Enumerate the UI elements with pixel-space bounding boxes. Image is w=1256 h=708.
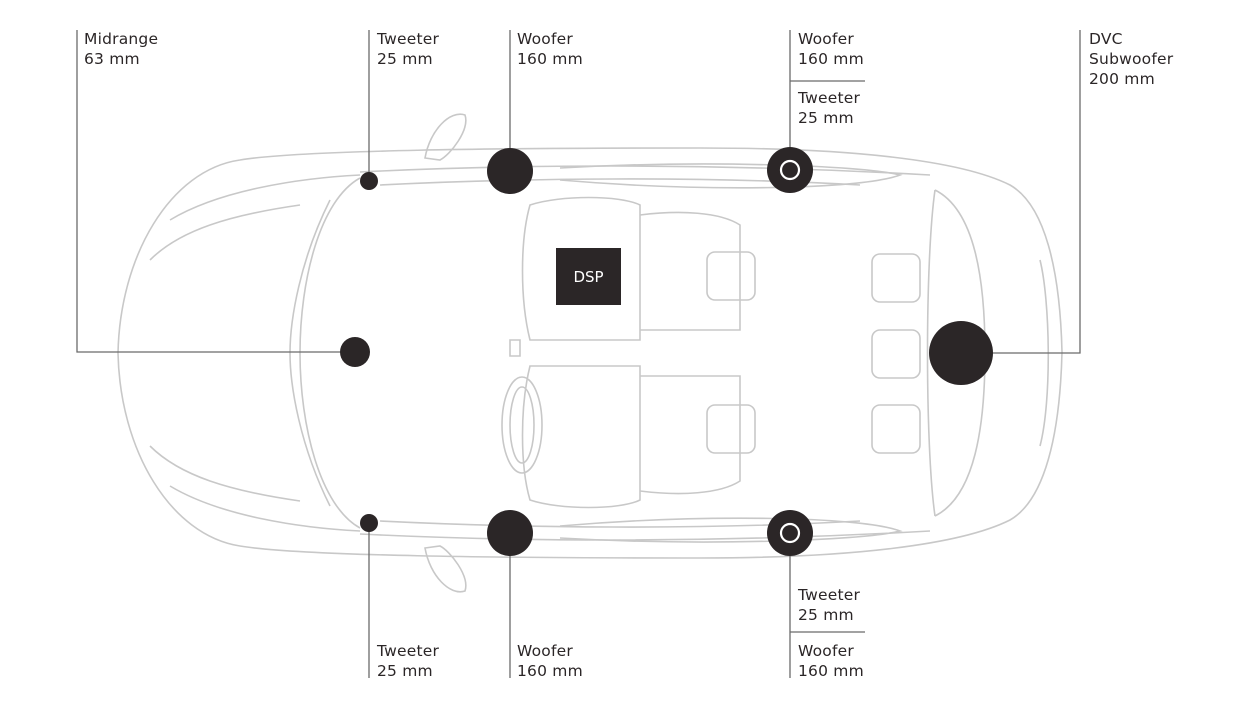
tweeter-front-left-speaker (360, 172, 378, 190)
subwoofer-label: DVC Subwoofer 200 mm (1089, 29, 1173, 89)
tweeter-ring-icons (779, 159, 801, 544)
label-name: Woofer (798, 30, 854, 48)
woofer-front-right-speaker (487, 510, 533, 556)
rear-left-tweeter-label: Tweeter 25 mm (798, 88, 860, 128)
label-name: Tweeter (377, 642, 440, 660)
label-size: 160 mm (517, 50, 583, 68)
label-size: 25 mm (377, 662, 433, 680)
car-outline (117, 113, 1063, 593)
label-size: 160 mm (517, 662, 583, 680)
rear-right-tweeter-label: Tweeter 25 mm (798, 585, 860, 625)
dsp-unit: DSP (556, 248, 621, 305)
label-size: 25 mm (798, 606, 854, 624)
label-type: DVC (1089, 30, 1123, 48)
label-name: Woofer (517, 30, 573, 48)
rear-right-coax-speaker (767, 510, 813, 556)
tweeter-front-right-label: Tweeter 25 mm (377, 641, 439, 681)
woofer-front-left-speaker (487, 148, 533, 194)
label-size: 160 mm (798, 50, 864, 68)
label-name: Tweeter (377, 30, 440, 48)
label-name: Woofer (798, 642, 854, 660)
rear-left-coax-speaker (767, 147, 813, 193)
woofer-front-left-label: Woofer 160 mm (517, 29, 583, 69)
tweeter-front-left-label: Tweeter 25 mm (377, 29, 439, 69)
midrange-label: Midrange 63 mm (84, 29, 158, 69)
label-name: Tweeter (798, 89, 861, 107)
label-size: 25 mm (798, 109, 854, 127)
tweeter-front-right-speaker (360, 514, 378, 532)
woofer-front-right-label: Woofer 160 mm (517, 641, 583, 681)
label-size: 63 mm (84, 50, 140, 68)
rear-left-woofer-label: Woofer 160 mm (798, 29, 864, 69)
leader-lines (76, 30, 1081, 678)
dsp-label: DSP (573, 267, 604, 286)
midrange-speaker (340, 337, 370, 367)
label-name: Subwoofer (1089, 50, 1174, 68)
label-name: Midrange (84, 30, 159, 48)
rear-right-woofer-label: Woofer 160 mm (798, 641, 864, 681)
label-name: Tweeter (798, 586, 861, 604)
label-size: 200 mm (1089, 70, 1155, 88)
label-size: 160 mm (798, 662, 864, 680)
label-name: Woofer (517, 642, 573, 660)
subwoofer-speaker (929, 321, 993, 385)
label-size: 25 mm (377, 50, 433, 68)
